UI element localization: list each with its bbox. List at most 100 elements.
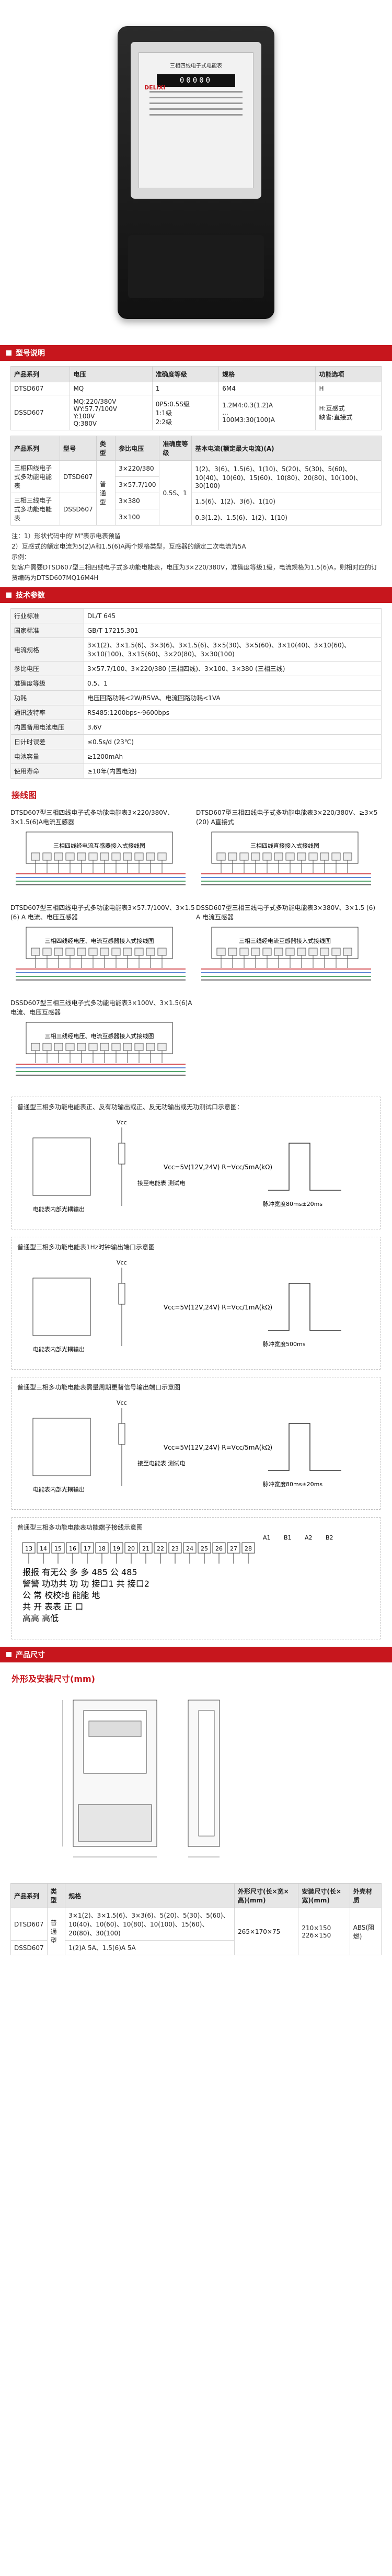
- wiring-caption: DTSD607型三相四线电子式多功能电能表3×220/380V、≥3×5 (20…: [196, 809, 378, 826]
- spec-cell: 3×380: [115, 493, 160, 509]
- model-cell: H: [315, 382, 382, 395]
- formula-text: Vcc=5V(12V,24V) R=Vcc/5mA(kΩ): [164, 1164, 272, 1171]
- param-row: 功耗电压回路功耗<2W/R5VA、电流回路功耗<1VA: [10, 690, 382, 705]
- notes: 注：1）形状代码中的"M"表示电表预留 2）互感式的额定电流为5(2)A和1.5…: [11, 531, 381, 583]
- param-value: RS485:1200bps~9600bps: [84, 705, 382, 720]
- spec-cell: 1.5(6)、1(2)、3(6)、1(10): [191, 493, 382, 509]
- note-line: 注：1）形状代码中的"M"表示电表预留: [11, 532, 121, 540]
- param-value: 3×57.7/100、3×220/380 (三相四线)、3×100、3×380 …: [84, 661, 382, 676]
- wiring-label: 三相四线经电压、电流互感器接入式接线图: [45, 937, 154, 944]
- meter-counter: 00000: [157, 74, 235, 87]
- terminal-legend: B1: [284, 1534, 292, 1541]
- model-th: 规格: [218, 366, 316, 382]
- param-value: 3×1(2)、3×1.5(6)、3×3(6)、3×1.5(6)、3×5(30)、…: [84, 637, 382, 662]
- dims-cell: 1(2)A 5A、1.5(6)A 5A: [65, 1940, 235, 1955]
- wiring-grid: DTSD607型三相四线电子式多功能电能表3×220/380V、3×1.5(6)…: [0, 804, 392, 1089]
- formula-text: Vcc=5V(12V,24V) R=Vcc/5mA(kΩ): [164, 1444, 272, 1451]
- model-th: 准确度等级: [152, 366, 220, 382]
- param-value: GB/T 17215.301: [84, 623, 382, 638]
- wiring-item: DSSD607型三相三线电子式多功能电能表3×380V、3×1.5 (6) A …: [196, 903, 382, 990]
- wiring-label: 三相四线经电流互感器接入式接线图: [53, 842, 145, 849]
- param-value: 电压回路功耗<2W/R5VA、电流回路功耗<1VA: [84, 690, 382, 705]
- bar-icon: [6, 350, 11, 356]
- spec-th: 参比电压: [115, 436, 160, 461]
- param-row: 电池容量≥1200mAh: [10, 749, 382, 764]
- wiring-item: DSSD607型三相三线电子式多功能电能表3×100V、3×1.5(6)A电流、…: [10, 998, 196, 1085]
- dims-cell: ABS(阻燃): [349, 1908, 382, 1955]
- pulse-footer: 电能表内部光耦输出: [33, 1346, 85, 1353]
- pulse-title: 普通型三相多功能电能表需量周期更替信号输出端口示意图: [17, 1384, 181, 1391]
- dims-th: 产品系列: [10, 1883, 48, 1908]
- section-title: 技术参数: [16, 591, 45, 600]
- note-line: 2）互感式的额定电流为5(2)A和1.5(6)A两个规格类型，互感器的额定二次电…: [11, 543, 246, 550]
- pulse-extra: 接至电能表 测试电: [137, 1460, 186, 1467]
- param-label: 电池容量: [10, 749, 84, 764]
- wiring-item: DTSD607型三相四线电子式多功能电能表3×220/380V、3×1.5(6)…: [10, 808, 196, 895]
- model-cell: 0P5:0.5S级 1:1级 2:2级: [152, 395, 220, 430]
- bar-icon: [6, 592, 11, 598]
- terminal-num: 23: [171, 1545, 179, 1552]
- dims-th: 外形尺寸(长×宽×高)(mm): [234, 1883, 299, 1908]
- section-tech-params: 技术参数: [0, 587, 392, 603]
- terminal-row: 警警 功功共 功 功 接口1 共 接口2: [22, 1579, 149, 1589]
- model-cell: 1.2M4:0.3(1.2)A ... 100M3:30(100)A: [218, 395, 316, 430]
- dims-cell: DTSD607: [10, 1908, 48, 1941]
- model-cell: DTSD607: [10, 382, 71, 395]
- wiring-diagram: 三相四线经电压、电流互感器接入式接线图: [16, 927, 186, 981]
- terminal-cover: [128, 235, 264, 298]
- param-label: 参比电压: [10, 661, 84, 676]
- terminal-num: 28: [245, 1545, 252, 1552]
- terminal-num: 26: [215, 1545, 223, 1552]
- terminal-num: 13: [25, 1545, 32, 1552]
- pulse-title: 普通型三相多功能电能表正、反有功输出或正、反无功输出或无功测试口示意图：: [17, 1103, 244, 1111]
- pulse-footer: 电能表内部光耦输出: [33, 1486, 85, 1493]
- terminal-num: 18: [98, 1545, 106, 1552]
- terminal-num: 24: [186, 1545, 193, 1552]
- wiring-label: 三相四线直接接入式接线图: [250, 842, 319, 849]
- spec-cell: 1(2)、3(6)、1.5(6)、1(10)、5(20)、5(30)、5(60)…: [191, 460, 382, 493]
- spec-table: 产品系列 型号 类型 参比电压 准确度等级 基本电流(额定最大电流)(A) 三相…: [10, 436, 382, 526]
- dims-table: 产品系列 类型 规格 外形尺寸(长×宽×高)(mm) 安装尺寸(长×宽)(mm)…: [10, 1883, 382, 1955]
- spec-cell: DTSD607: [59, 460, 97, 493]
- meter-plate: 三相四线电子式电能表 00000 DELIXI: [139, 52, 253, 188]
- wiring-label: 三相三线经电流互感器接入式接线图: [239, 937, 331, 944]
- spec-th: 产品系列: [10, 436, 60, 461]
- terminal-legend: A1: [263, 1534, 271, 1541]
- spec-cell: 普通型: [96, 460, 116, 526]
- model-th: 电压: [70, 366, 153, 382]
- pulse-width: 脉冲宽度80ms±20ms: [263, 1200, 322, 1207]
- example-text: 如客户需要DTSD607型三相四线电子式多功能电能表，电压为3×220/380V…: [11, 564, 378, 582]
- wiring-title: 接线图: [11, 790, 37, 800]
- param-label: 日计时误差: [10, 734, 84, 749]
- terminal-num: 20: [128, 1545, 135, 1552]
- param-value: ≥1200mAh: [84, 749, 382, 764]
- spec-cell: 三相四线电子式多功能电能表: [10, 460, 60, 493]
- section-product-size: 产品尺寸: [0, 1647, 392, 1662]
- terminal-legend: B2: [326, 1534, 333, 1541]
- model-table: 产品系列 电压 准确度等级 规格 功能选项 DTSD607 MQ 1 6M4 H…: [10, 366, 382, 430]
- section-title: 型号说明: [16, 349, 45, 358]
- param-row: 日计时误差≤0.5s/d (23℃): [10, 734, 382, 749]
- param-label: 功耗: [10, 690, 84, 705]
- brand-logo: DELIXI: [144, 84, 166, 91]
- terminal-num: 15: [54, 1545, 62, 1552]
- dims-th: 规格: [65, 1883, 235, 1908]
- model-cell: 6M4: [218, 382, 316, 395]
- dims-cell: 普通型: [47, 1908, 66, 1955]
- terminal-title: 普通型三相多功能电能表功能端子接线示意图: [17, 1524, 143, 1531]
- spec-th: 类型: [96, 436, 116, 461]
- wiring-item: DTSD607型三相四线电子式多功能电能表3×220/380V、≥3×5 (20…: [196, 808, 382, 895]
- terminal-num: 17: [84, 1545, 91, 1552]
- meter-lines: [139, 91, 253, 116]
- terminal-num: 14: [40, 1545, 47, 1552]
- dims-drawing: [10, 1690, 382, 1878]
- product-hero: 三相四线电子式电能表 00000 DELIXI: [0, 0, 392, 345]
- meter-image: 三相四线电子式电能表 00000 DELIXI: [118, 26, 274, 319]
- pulse-footer: 电能表内部光耦输出: [33, 1205, 85, 1213]
- wiring-diagram: 三相三线经电流互感器接入式接线图: [201, 927, 371, 981]
